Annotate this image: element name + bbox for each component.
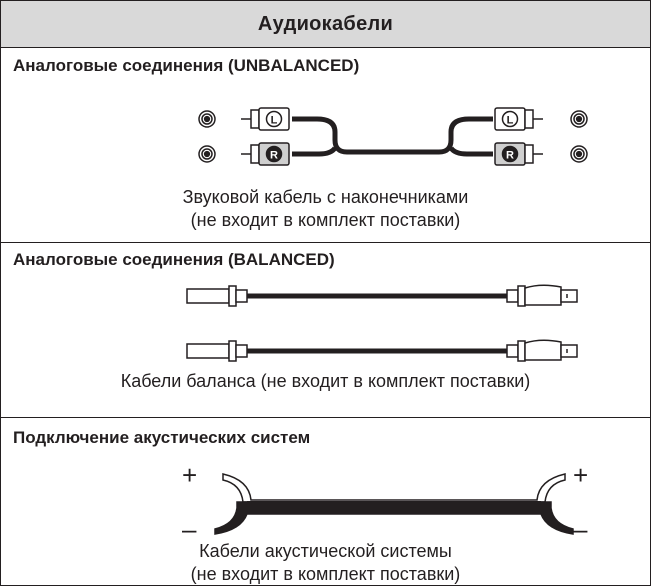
- plug-letter-l: L: [271, 115, 278, 127]
- section-title-speaker: Подключение акустических систем: [13, 428, 311, 447]
- table-title: Аудиокабели: [257, 12, 394, 35]
- plug-letter-r: R: [270, 150, 278, 162]
- section-balanced: Аналоговые соединения (BALANCED): [1, 242, 650, 409]
- section-speaker: Подключение акустических систем + – + – …: [1, 417, 650, 585]
- plug-letter-l: L: [507, 115, 514, 127]
- rca-plug-icon: [494, 107, 543, 166]
- minus-sign-right: –: [573, 514, 588, 544]
- speaker-cable-illustration: [214, 473, 574, 535]
- table-header: Аудиокабели: [1, 1, 650, 48]
- xlr-cable-illustration: [186, 284, 578, 362]
- minus-sign-left: –: [182, 514, 197, 544]
- rca-cable-line: [292, 146, 493, 157]
- section-unbalanced: Аналоговые соединения (UNBALANCED): [1, 48, 650, 242]
- xlr-cable-icon: [186, 284, 578, 362]
- caption-speaker-line1: Кабели акустической системы: [199, 541, 452, 561]
- caption-speaker-line2: (не входит в комплект поставки): [190, 564, 461, 584]
- plug-letter-r: R: [506, 150, 514, 162]
- caption-balanced: Кабели баланса (не входит в комплект пос…: [120, 371, 531, 391]
- rca-cable-illustration: L R L R: [198, 107, 588, 166]
- plus-sign-left: +: [182, 460, 198, 490]
- rca-jack-icon: [198, 110, 588, 163]
- rca-cable-line: [292, 116, 493, 155]
- caption-unbalanced-line1: Звуковой кабель с наконечниками: [182, 187, 469, 207]
- section-title-unbalanced: Аналоговые соединения (UNBALANCED): [13, 56, 360, 75]
- plus-sign-right: +: [573, 460, 589, 490]
- caption-unbalanced-line2: (не входит в комплект поставки): [190, 210, 461, 230]
- section-title-balanced: Аналоговые соединения (BALANCED): [13, 250, 335, 269]
- speaker-cable-icon: [214, 473, 574, 535]
- rca-plug-icon: [241, 107, 290, 166]
